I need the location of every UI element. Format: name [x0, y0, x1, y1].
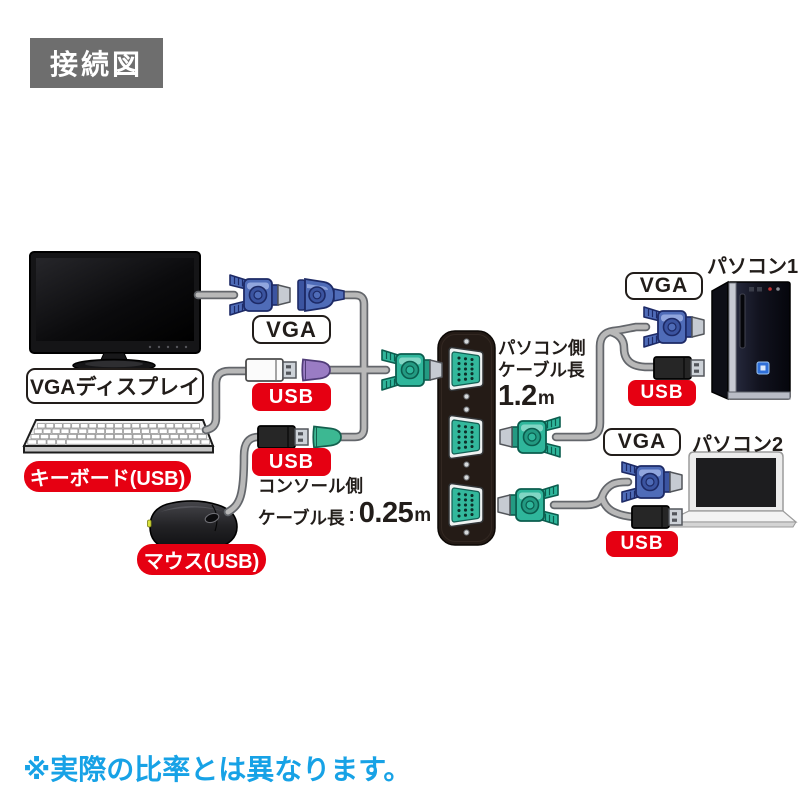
monitor — [29, 251, 201, 373]
mouse-label: マウス(USB) — [137, 544, 266, 575]
vga-plug-kvm-pc1 — [499, 416, 561, 458]
kvm-vga-port — [448, 338, 484, 400]
pc1-name: パソコン1 — [707, 256, 799, 278]
console-cable-note-line2: ケーブル長 — [258, 508, 345, 528]
vga-badge-pc2: VGA — [603, 428, 681, 456]
connectors — [229, 274, 705, 529]
console-cable-length-unit: m — [414, 505, 432, 527]
usb-sleeve-mouse — [312, 425, 342, 449]
page-title: 接続図 — [30, 38, 163, 88]
pc1-tower — [711, 280, 791, 401]
usb-badge-keyboard: USB — [252, 383, 331, 411]
pc-cable-length-unit: m — [537, 388, 555, 410]
vga-badge-monitor: VGA — [252, 315, 331, 344]
usb-plug-mouse — [257, 425, 309, 449]
pc-cable-note-line2: ケーブル長 — [498, 360, 585, 381]
usb-badge-pc1: USB — [628, 380, 696, 406]
keyboard — [22, 419, 215, 454]
vga-plug-kvm-pc2 — [497, 484, 559, 526]
console-cable-note: コンソール側 ケーブル長 : 0.25 m — [258, 476, 431, 528]
usb-plug-keyboard — [245, 358, 297, 382]
usb-plug-pc2 — [631, 505, 683, 529]
pc2-name: パソコン2 — [692, 434, 784, 456]
vga-plug-pc2 — [621, 461, 683, 503]
mouse-wheel — [204, 512, 220, 524]
vga-plug-pc1 — [643, 306, 705, 348]
pc-cable-note: パソコン側 ケーブル長 1.2 m — [498, 338, 586, 411]
usb-plug-pc1 — [653, 356, 705, 380]
console-cable-note-line1: コンソール側 — [258, 476, 363, 496]
pc2-laptop — [665, 451, 798, 528]
keyboard-label: キーボード(USB) — [24, 461, 191, 492]
display-label: VGAディスプレイ — [26, 368, 204, 404]
pc-cable-note-line1: パソコン側 — [498, 338, 586, 358]
usb-badge-pc2: USB — [606, 531, 678, 557]
kvm-vga-port — [448, 406, 484, 468]
pc-cable-length-value: 1.2 — [498, 380, 537, 413]
usb-badge-mouse: USB — [252, 448, 331, 476]
vga-plug-console — [381, 349, 443, 391]
vga-female-monitor-cable — [297, 277, 345, 313]
usb-sleeve-keyboard — [301, 358, 331, 382]
console-cable-length-value: 0.25 — [358, 497, 414, 530]
kvm-switch-ports — [448, 338, 484, 536]
vga-badge-pc1: VGA — [625, 272, 703, 300]
vga-plug-monitor — [229, 274, 291, 316]
console-cable-note-colon: : — [348, 505, 355, 527]
kvm-vga-port — [448, 474, 484, 536]
scale-disclaimer: ※実際の比率とは異なります。 — [23, 754, 412, 785]
